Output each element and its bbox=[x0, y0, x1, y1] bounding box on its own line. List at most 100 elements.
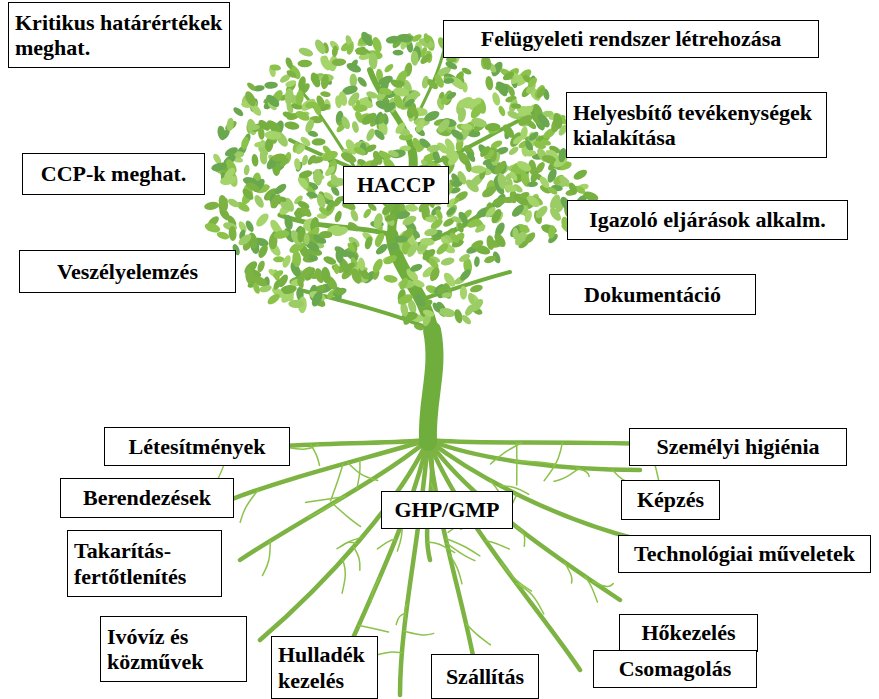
leaf-shape bbox=[222, 166, 237, 182]
leaf-shape bbox=[464, 160, 472, 173]
rootlet-line bbox=[446, 538, 480, 556]
leaf-shape bbox=[434, 208, 444, 221]
haccp-step-box: Veszélyelemzés bbox=[19, 250, 236, 293]
leaf-shape bbox=[264, 81, 278, 89]
prerequisite-box: Technológiai műveletek bbox=[618, 535, 871, 573]
box-label: Személyi higiénia bbox=[656, 434, 819, 459]
leaf-shape bbox=[371, 257, 385, 274]
leaf-shape bbox=[320, 91, 331, 98]
leaf-shape bbox=[392, 50, 403, 56]
leaf-shape bbox=[444, 60, 458, 71]
tree-rootlets bbox=[199, 442, 659, 654]
leaf-shape bbox=[349, 58, 360, 70]
leaf-shape bbox=[301, 154, 309, 166]
leaf-shape bbox=[443, 75, 455, 83]
leaf-shape bbox=[511, 103, 522, 109]
leaf-shape bbox=[339, 150, 358, 165]
leaf-shape bbox=[461, 66, 473, 76]
rootlet-line bbox=[404, 631, 434, 635]
haccp-step-box: Dokumentáció bbox=[549, 274, 756, 315]
leaf-shape bbox=[405, 243, 418, 259]
leaf-shape bbox=[387, 149, 400, 159]
leaf-shape bbox=[365, 127, 377, 142]
rootlet-line bbox=[514, 461, 554, 464]
rootlet-line bbox=[396, 613, 406, 625]
leaf-shape bbox=[474, 256, 480, 267]
leaf-shape bbox=[268, 193, 282, 210]
tree-trunk bbox=[280, 45, 520, 442]
leaf-shape bbox=[346, 90, 362, 107]
leaf-shape bbox=[435, 241, 450, 256]
leaf-shape bbox=[284, 121, 300, 131]
leaf-shape bbox=[512, 134, 525, 146]
leaf-shape bbox=[535, 112, 552, 130]
leaf-shape bbox=[295, 90, 305, 106]
box-label: Felügyeleti rendszer létrehozása bbox=[481, 26, 782, 51]
leaf-shape bbox=[423, 109, 442, 124]
leaf-shape bbox=[364, 236, 374, 251]
leaf-shape bbox=[232, 106, 245, 118]
leaf-shape bbox=[567, 181, 578, 195]
leaf-shape bbox=[383, 63, 395, 74]
leaf-shape bbox=[269, 64, 281, 72]
leaf-shape bbox=[284, 56, 294, 69]
leaf-shape bbox=[423, 33, 431, 45]
rootlet-line bbox=[544, 443, 562, 481]
box-label: Takarítás- fertőtlenítés bbox=[74, 538, 215, 589]
leaf-shape bbox=[217, 194, 229, 212]
leaf-shape bbox=[333, 288, 345, 296]
box-label: GHP/GMP bbox=[394, 497, 499, 522]
leaf-shape bbox=[315, 94, 327, 109]
leaf-shape bbox=[338, 91, 349, 107]
tree-canopy bbox=[204, 30, 600, 332]
leaf-shape bbox=[480, 184, 498, 200]
leaf-shape bbox=[321, 149, 340, 163]
leaf-shape bbox=[373, 232, 384, 248]
leaf-shape bbox=[354, 47, 367, 56]
rootlet-line bbox=[486, 541, 510, 549]
leaf-shape bbox=[264, 93, 281, 110]
leaf-shape bbox=[435, 117, 452, 135]
leaf-shape bbox=[276, 273, 290, 289]
leaf-shape bbox=[368, 52, 378, 69]
leaf-shape bbox=[425, 216, 436, 223]
leaf-shape bbox=[335, 248, 344, 263]
leaf-shape bbox=[426, 144, 441, 153]
leaf-shape bbox=[424, 227, 439, 237]
leaf-shape bbox=[526, 76, 538, 89]
leaf-shape bbox=[298, 46, 315, 58]
leaf-shape bbox=[256, 260, 266, 274]
leaf-shape bbox=[409, 263, 423, 274]
rootlet-line bbox=[593, 582, 614, 587]
leaf-shape bbox=[467, 292, 475, 304]
box-label: Igazoló eljárások alkalm. bbox=[589, 207, 826, 232]
leaf-shape bbox=[377, 113, 386, 125]
rootlet-line bbox=[359, 625, 389, 632]
rootlet-line bbox=[333, 504, 361, 527]
leaf-shape bbox=[331, 45, 338, 57]
leaf-shape bbox=[490, 139, 504, 150]
leaf-shape bbox=[492, 231, 508, 249]
leaf-shape bbox=[249, 124, 260, 131]
rootlet-line bbox=[354, 547, 360, 570]
leaf-shape bbox=[460, 313, 473, 326]
prerequisite-box: Csomagolás bbox=[593, 650, 757, 688]
leaf-shape bbox=[443, 78, 454, 85]
leaf-shape bbox=[313, 38, 328, 56]
leaf-shape bbox=[295, 144, 307, 156]
leaf-shape bbox=[524, 209, 534, 223]
leaf-shape bbox=[527, 130, 540, 142]
leaf-shape bbox=[470, 239, 485, 251]
leaf-shape bbox=[349, 208, 360, 222]
rootlet-line bbox=[371, 577, 380, 602]
branch-line bbox=[300, 290, 432, 330]
leaf-shape bbox=[227, 197, 241, 209]
leaf-shape bbox=[438, 307, 456, 319]
leaf-shape bbox=[497, 105, 506, 117]
root-line bbox=[260, 440, 428, 640]
leaf-shape bbox=[216, 125, 226, 141]
leaf-shape bbox=[441, 292, 452, 299]
leaf-shape bbox=[420, 237, 435, 246]
leaf-shape bbox=[538, 175, 551, 190]
rootlet-line bbox=[466, 624, 490, 645]
